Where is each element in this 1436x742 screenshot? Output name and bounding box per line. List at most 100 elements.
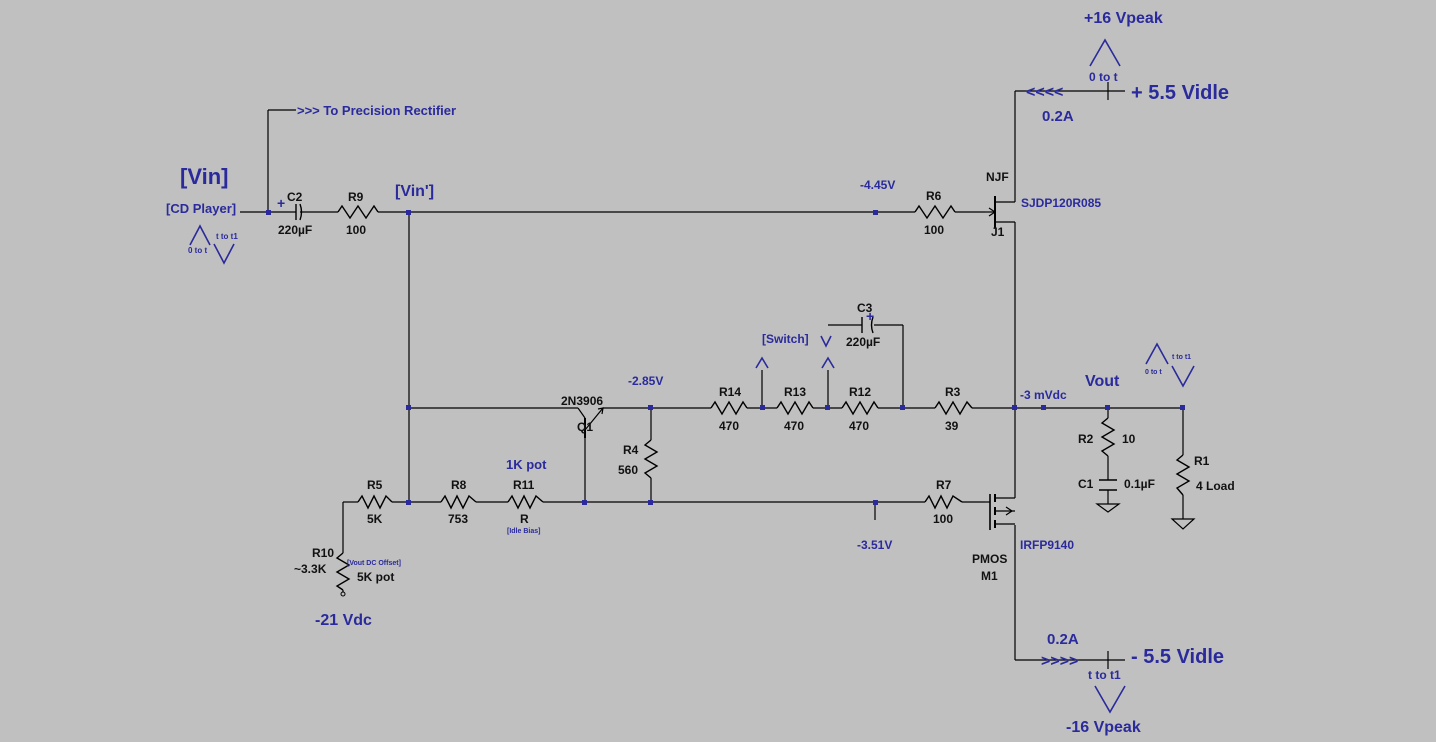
r2-name: R2 <box>1078 432 1094 446</box>
vin-prime-label: [Vin'] <box>395 183 434 200</box>
source-wave-right: t to t1 <box>216 232 238 241</box>
source-wave-left: 0 to t <box>188 246 207 255</box>
c1-value: 0.1µF <box>1124 477 1155 491</box>
c1-name: C1 <box>1078 477 1094 491</box>
ground-icon <box>1170 518 1196 530</box>
m1-gate-voltage: -3.51V <box>857 538 892 552</box>
r10-pot-label: 5K pot <box>357 570 394 584</box>
r9-name: R9 <box>348 190 364 204</box>
c3-value: 220µF <box>846 335 880 349</box>
rectifier-label: >>> To Precision Rectifier <box>297 103 456 118</box>
neg-idle-label: - 5.5 Vidle <box>1131 646 1224 668</box>
capacitor-c2: + <box>277 195 303 221</box>
switch-label: [Switch] <box>762 332 809 346</box>
m1-model: IRFP9140 <box>1020 538 1074 552</box>
svg-text:+: + <box>277 195 285 211</box>
r11-note: [Idle Bias] <box>507 528 540 535</box>
bjt-q1 <box>577 407 604 438</box>
c3-name: C3 <box>857 301 873 315</box>
r11-value: R <box>520 512 529 526</box>
output-voltage: -3 mVdc <box>1020 388 1067 402</box>
r6-name: R6 <box>926 189 942 203</box>
capacitor-c1 <box>1099 479 1117 491</box>
q1-model: 2N3906 <box>561 394 603 408</box>
sine-down-icon <box>213 243 235 265</box>
r8-value: 753 <box>448 512 468 526</box>
svg-text:+: + <box>866 308 874 324</box>
r9-value: 100 <box>346 223 366 237</box>
jfet-j1 <box>985 195 1016 229</box>
c2-name: C2 <box>287 190 303 204</box>
resistor-r3 <box>934 400 973 416</box>
labels: [Vin] [CD Player] 0 to t t to t1 >>> To … <box>166 10 1235 736</box>
pos-time-label: 0 to t <box>1089 70 1118 84</box>
resistor-r13 <box>776 400 814 416</box>
resistor-r2 <box>1100 417 1116 457</box>
bias-supply-label: -21 Vdc <box>315 612 372 629</box>
c2-value: 220µF <box>278 223 312 237</box>
resistor-r10 <box>335 552 351 591</box>
peak-up-icon <box>1089 38 1121 67</box>
junction-dots <box>266 210 1185 505</box>
r5-value: 5K <box>367 512 383 526</box>
pos-arrows: <<<< <box>1026 84 1063 101</box>
pos-peak-label: +16 Vpeak <box>1084 10 1163 27</box>
r3-name: R3 <box>945 385 961 399</box>
q1-name: Q1 <box>577 420 593 434</box>
r7-value: 100 <box>933 512 953 526</box>
sine-up-icon <box>1145 342 1169 365</box>
r6-value: 100 <box>924 223 944 237</box>
pos-idle-label: + 5.5 Vidle <box>1131 82 1229 104</box>
r2-value: 10 <box>1122 432 1136 446</box>
vin-label: [Vin] <box>180 164 228 189</box>
m1-name: M1 <box>981 569 998 583</box>
m1-type: PMOS <box>972 552 1007 566</box>
capacitor-c3: + <box>861 308 874 334</box>
capacitors: + + <box>277 195 1117 491</box>
r8-name: R8 <box>451 478 467 492</box>
r4-value: 560 <box>618 463 638 477</box>
j1-type: NJF <box>986 170 1009 184</box>
flag-up-icon <box>755 356 769 369</box>
r10-name: R10 <box>312 546 334 560</box>
flag-down-icon <box>820 335 832 348</box>
resistor-r14 <box>710 400 748 416</box>
r12-name: R12 <box>849 385 871 399</box>
j1-model: SJDP120R085 <box>1021 196 1101 210</box>
resistor-r11 <box>507 494 544 510</box>
output-wave-right: t to t1 <box>1172 354 1191 361</box>
r14-value: 470 <box>719 419 739 433</box>
r1-name: R1 <box>1194 454 1210 468</box>
peak-down-icon <box>1094 685 1126 714</box>
r11-name: R11 <box>513 478 535 492</box>
wave-symbols <box>189 38 1195 714</box>
r10-value: ~3.3K <box>294 562 327 576</box>
r12-value: 470 <box>849 419 869 433</box>
r10-note: [Vout DC Offset] <box>347 560 401 567</box>
resistor-r5 <box>357 494 393 510</box>
output-wave-left: 0 to t <box>1145 369 1162 376</box>
resistor-r12 <box>841 400 879 416</box>
r4-name: R4 <box>623 443 639 457</box>
sine-down-icon <box>1171 365 1195 388</box>
r11-pot-label: 1K pot <box>506 457 547 472</box>
neg-time-label: t to t1 <box>1088 668 1121 682</box>
ground-icon <box>1095 503 1121 513</box>
neg-peak-label: -16 Vpeak <box>1066 719 1141 736</box>
r13-name: R13 <box>784 385 806 399</box>
q1-voltage: -2.85V <box>628 374 663 388</box>
r1-value: 4 Load <box>1196 479 1235 493</box>
cd-player-label: [CD Player] <box>166 201 236 216</box>
r5-name: R5 <box>367 478 383 492</box>
grounds <box>1095 503 1196 530</box>
j1-gate-voltage: -4.45V <box>860 178 895 192</box>
r14-name: R14 <box>719 385 741 399</box>
mosfet-m1 <box>985 490 1016 530</box>
resistor-r1 <box>1175 454 1191 496</box>
r13-value: 470 <box>784 419 804 433</box>
r7-name: R7 <box>936 478 952 492</box>
wires <box>240 82 1184 669</box>
neg-current-label: 0.2A <box>1047 631 1079 648</box>
resistor-r8 <box>440 494 477 510</box>
resistor-r9 <box>337 204 379 220</box>
